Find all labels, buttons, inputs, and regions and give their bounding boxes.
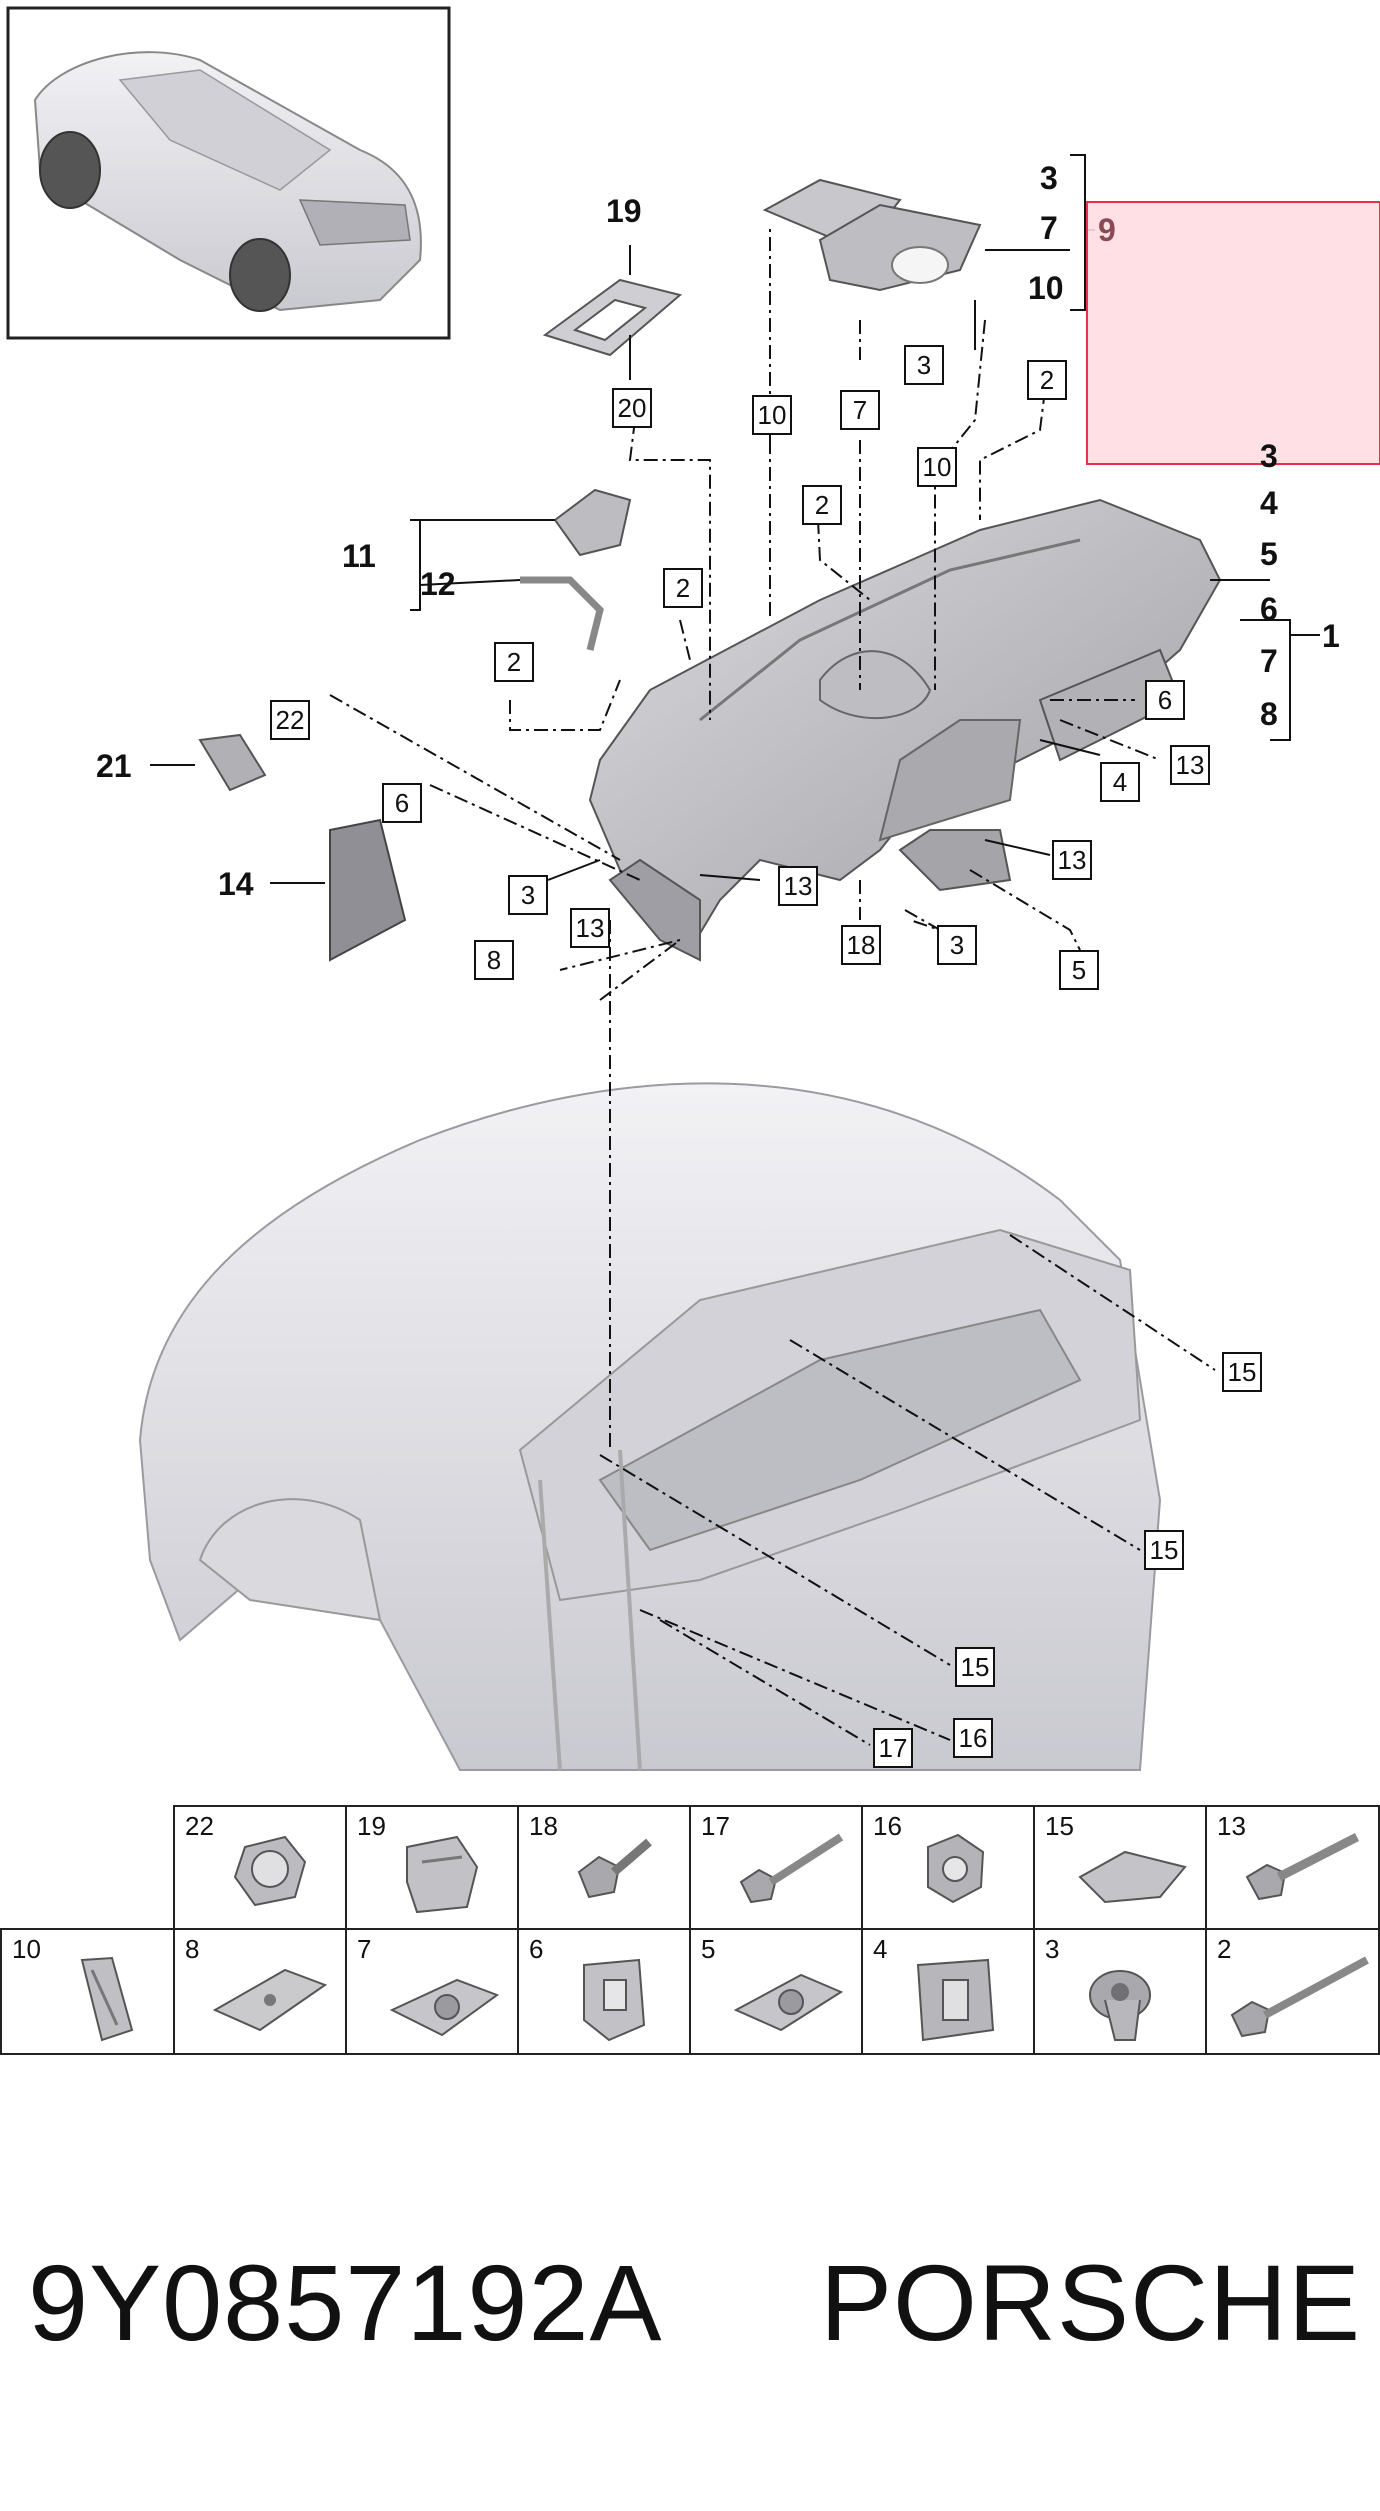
callout-2-a: 2 — [1027, 360, 1067, 400]
part-cell-22: 22 — [173, 1805, 347, 1930]
callout-2-d: 2 — [494, 642, 534, 682]
callout-3-b: 3 — [508, 875, 548, 915]
seal-strip — [520, 576, 604, 651]
part-number-label: 6 — [529, 1934, 544, 1964]
callout-4: 4 — [1100, 762, 1140, 802]
brand-name: PORSCHE — [820, 2242, 1362, 2363]
part-number-label: 15 — [1045, 1811, 1074, 1841]
part-number-label: 22 — [185, 1811, 214, 1841]
callout-3-a: 3 — [904, 345, 944, 385]
part-number-label: 13 — [1217, 1811, 1246, 1841]
callout-5: 5 — [1059, 950, 1099, 990]
label-14: 14 — [218, 866, 254, 902]
label-7-top: 7 — [1040, 210, 1058, 246]
label-7-right: 7 — [1260, 643, 1278, 679]
callout-2-b: 2 — [802, 485, 842, 525]
part-number-label: 10 — [12, 1934, 41, 1964]
label-10-top: 10 — [1028, 270, 1064, 306]
label-12: 12 — [420, 566, 456, 602]
callout-13-d: 13 — [1170, 745, 1210, 785]
part-number-label: 4 — [873, 1934, 888, 1964]
callout-13-c: 13 — [1052, 840, 1092, 880]
part-cell-2: 2 — [1205, 1928, 1380, 2055]
dashboard-panel — [588, 498, 1222, 962]
parts-table: 22 19 18 17 16 15 13 10 8 7 6 5 — [0, 1805, 1380, 2055]
callout-10-b: 10 — [917, 447, 957, 487]
part-number-label: 17 — [701, 1811, 730, 1841]
small-vent — [198, 733, 267, 792]
callout-20: 20 — [612, 388, 652, 428]
trim-frame — [542, 278, 683, 357]
part-cell-13: 13 — [1205, 1805, 1380, 1930]
part-cell-10: 10 — [0, 1928, 175, 2055]
part-number-label: 3 — [1045, 1934, 1060, 1964]
part-number-label: 7 — [357, 1934, 372, 1964]
highlight-label: 9 — [1098, 212, 1116, 248]
part-cell-17: 17 — [689, 1805, 863, 1930]
part-number-label: 5 — [701, 1934, 716, 1964]
callout-13-a: 13 — [778, 866, 818, 906]
part-cell-8: 8 — [173, 1928, 347, 2055]
callout-6-b: 6 — [1145, 680, 1185, 720]
label-3-top: 3 — [1040, 160, 1058, 196]
part-number-label: 19 — [357, 1811, 386, 1841]
part-number-label: 16 — [873, 1811, 902, 1841]
vehicle-body — [138, 1082, 1162, 1771]
label-8-right: 8 — [1260, 696, 1278, 732]
label-21: 21 — [96, 748, 132, 784]
highlight-box — [1086, 201, 1380, 465]
callout-3-c: 3 — [937, 925, 977, 965]
callout-6-a: 6 — [382, 783, 422, 823]
part-cell-4: 4 — [861, 1928, 1035, 2055]
part-cell-15: 15 — [1033, 1805, 1207, 1930]
callout-18: 18 — [841, 925, 881, 965]
callout-10-a: 10 — [752, 395, 792, 435]
part-number: 9Y0857192A — [28, 2242, 663, 2363]
part-cell-16: 16 — [861, 1805, 1035, 1930]
callout-8: 8 — [474, 940, 514, 980]
part-cell-18: 18 — [517, 1805, 691, 1930]
part-number-label: 8 — [185, 1934, 200, 1964]
callout-22: 22 — [270, 700, 310, 740]
callout-2-c: 2 — [663, 568, 703, 608]
callout-15-b: 15 — [1144, 1530, 1184, 1570]
label-4-right: 4 — [1260, 485, 1278, 521]
label-1: 1 — [1322, 618, 1340, 654]
part-cell-3: 3 — [1033, 1928, 1207, 2055]
callout-7: 7 — [840, 390, 880, 430]
part-cell-19: 19 — [345, 1805, 519, 1930]
callout-17: 17 — [873, 1728, 913, 1768]
part-number-label: 2 — [1217, 1934, 1232, 1964]
label-6-right: 6 — [1260, 591, 1278, 627]
label-3-right: 3 — [1260, 438, 1278, 474]
speaker-grille — [553, 488, 632, 557]
callout-15-c: 15 — [955, 1647, 995, 1687]
label-11: 11 — [342, 538, 376, 574]
exploded-diagram — [6, 6, 1380, 1771]
callout-15-a: 15 — [1222, 1352, 1262, 1392]
label-19: 19 — [606, 193, 642, 229]
inset-vehicle — [6, 6, 451, 340]
callout-16: 16 — [953, 1718, 993, 1758]
callout-13-b: 13 — [570, 908, 610, 948]
side-cover — [329, 818, 407, 962]
part-cell-6: 6 — [517, 1928, 691, 2055]
part-cell-7: 7 — [345, 1928, 519, 2055]
part-cell-5: 5 — [689, 1928, 863, 2055]
defroster-vent — [762, 178, 982, 292]
label-5-right: 5 — [1260, 536, 1278, 572]
part-number-label: 18 — [529, 1811, 558, 1841]
